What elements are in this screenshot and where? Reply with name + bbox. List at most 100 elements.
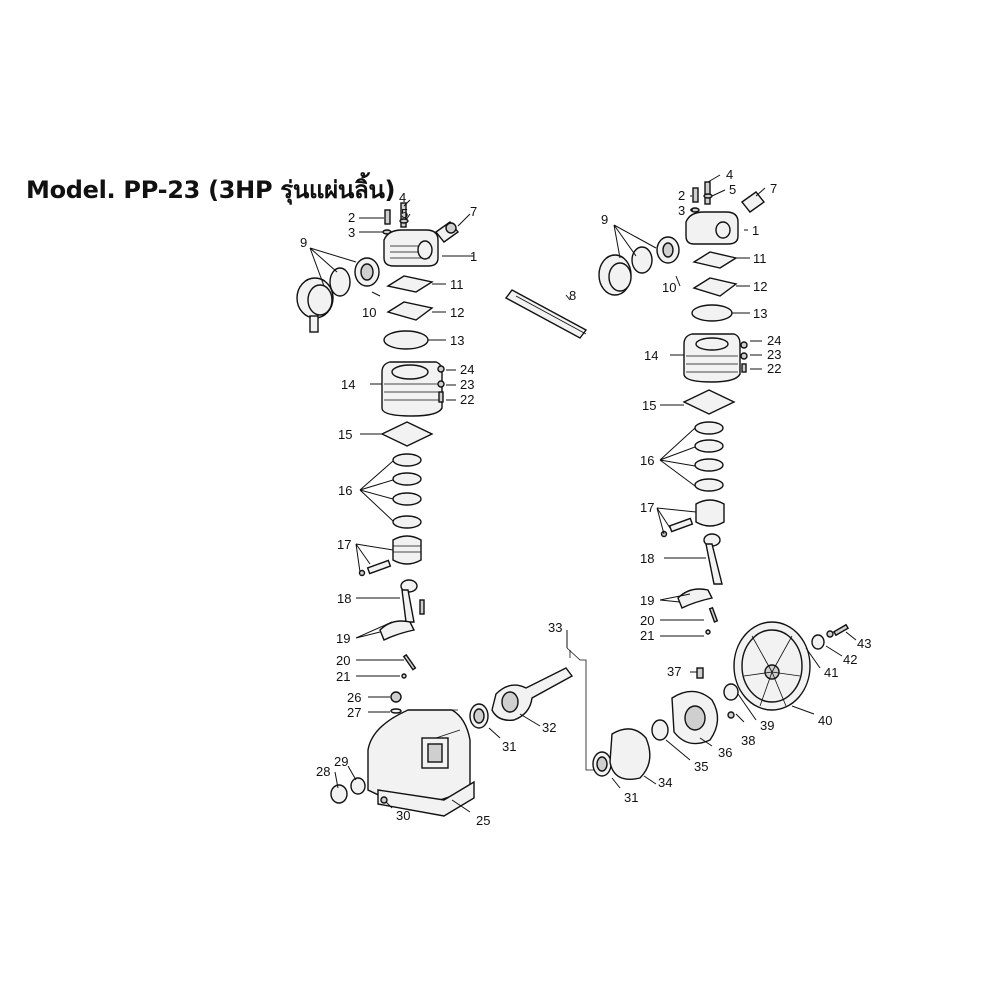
valve-plate-12-left [386,301,434,321]
gasket-34 [609,728,651,780]
label-18-right: 18 [640,551,654,566]
gasket-29 [350,777,366,795]
cylinder-14-left [381,361,443,417]
label-21-left: 21 [336,669,350,684]
center-labels: 8 33 31 32 37 43 42 41 40 39 38 36 35 34… [502,288,871,805]
label-33: 33 [548,620,562,635]
crankshaft-32 [491,667,574,721]
right-labels: 4 2 5 7 3 9 1 11 10 12 13 24 14 23 22 15… [601,167,781,643]
label-42: 42 [843,652,857,667]
label-11-left: 11 [450,277,464,292]
pin-20-left [402,653,417,671]
gasket-11-left [386,275,434,293]
connecting-rod-18-left [379,579,425,641]
bolt-43 [832,623,850,637]
label-4-left: 4 [399,190,406,205]
label-24-left: 24 [460,362,474,377]
gasket-13-left [383,330,429,350]
label-5-right: 5 [729,182,736,197]
washer-41 [811,634,825,650]
left-labels: 2 3 4 5 7 9 1 10 11 12 13 24 23 22 14 15… [300,190,490,828]
label-17-left: 17 [337,537,351,552]
model-title: Model. PP-23 (3HP รุ่นแผ่นลิ้น) [26,176,396,204]
label-14-left: 14 [341,377,355,392]
right-cylinder-assembly [598,181,766,635]
label-13-left: 13 [450,333,464,348]
label-27: 27 [347,705,361,720]
label-3-right: 3 [678,203,685,218]
oil-seal-35 [651,719,669,741]
label-18-left: 18 [337,591,351,606]
nut-24-left [437,365,445,373]
label-1-left: 1 [470,249,477,264]
sight-glass-28 [330,784,348,804]
bearing-cover-36 [671,690,719,745]
label-14-right: 14 [644,348,658,363]
label-39: 39 [760,718,774,733]
label-7-right: 7 [770,181,777,196]
label-23-right: 23 [767,347,781,362]
label-12-left: 12 [450,305,464,320]
washer-23-left [437,380,445,388]
label-20-left: 20 [336,653,350,668]
label-9-left: 9 [300,235,307,250]
crankshaft-assembly [469,289,850,780]
stud-22-left [438,391,444,403]
nut-21-left [401,673,407,679]
label-32: 32 [542,720,556,735]
base-gasket-15-left [380,421,434,447]
label-43: 43 [857,636,871,651]
label-13-right: 13 [753,306,767,321]
label-23-left: 23 [460,377,474,392]
label-20-right: 20 [640,613,654,628]
label-38: 38 [741,733,755,748]
label-31-left: 31 [502,739,516,754]
label-17-right: 17 [640,500,654,515]
label-29: 29 [334,754,348,769]
label-19-left: 19 [336,631,350,646]
bolt-38 [727,711,735,719]
drain-plug-30 [380,796,388,804]
label-11-right: 11 [753,251,767,266]
left-cylinder-assembly [296,202,460,679]
label-26: 26 [347,690,361,705]
label-30: 30 [396,808,410,823]
label-31-right: 31 [624,790,638,805]
elbow-fitting-7-left [434,221,460,243]
label-15-right: 15 [642,398,656,413]
label-22-right: 22 [767,361,781,376]
label-21-right: 21 [640,628,654,643]
piston-17-left [358,535,422,577]
label-4-right: 4 [726,167,733,182]
label-9-right: 9 [601,212,608,227]
seal-39 [723,683,739,701]
label-3-left: 3 [348,225,355,240]
label-41: 41 [824,665,838,680]
label-8: 8 [569,288,576,303]
label-36: 36 [718,745,732,760]
label-16-left: 16 [338,483,352,498]
label-10-right: 10 [662,280,676,295]
delivery-pipe-8 [504,289,588,339]
crankcase-25 [330,691,475,817]
label-19-right: 19 [640,593,654,608]
oil-cap-26 [390,691,402,703]
flywheel-40 [733,621,811,711]
bolt-2-left [384,209,391,225]
label-24-right: 24 [767,333,781,348]
label-7-left: 7 [470,204,477,219]
label-2-left: 2 [348,210,355,225]
label-22-left: 22 [460,392,474,407]
label-16-right: 16 [640,453,654,468]
label-37: 37 [667,664,681,679]
label-40: 40 [818,713,832,728]
key-33-leader [566,647,600,771]
leader-lines [309,174,857,813]
label-2-right: 2 [678,188,685,203]
label-34: 34 [658,775,672,790]
bolt-4-left [400,202,407,228]
washer-42 [826,630,834,638]
label-28: 28 [316,764,330,779]
label-1-right: 1 [752,223,759,238]
